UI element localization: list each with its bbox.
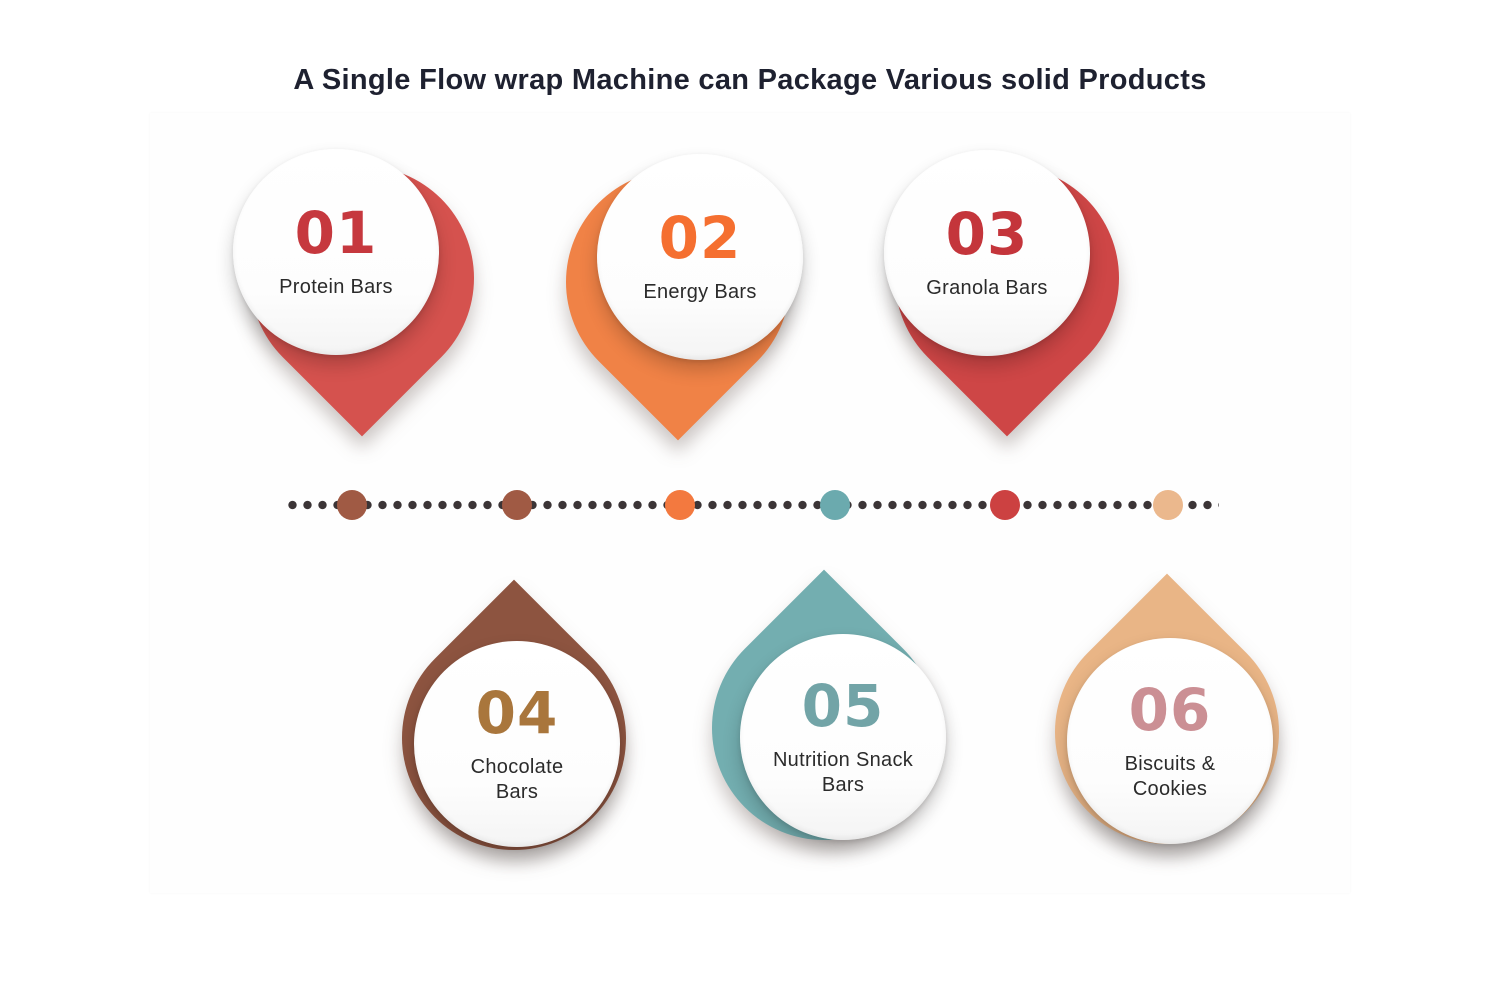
page-title: A Single Flow wrap Machine can Package V…: [293, 64, 1207, 96]
infographic-card: [150, 113, 1350, 893]
